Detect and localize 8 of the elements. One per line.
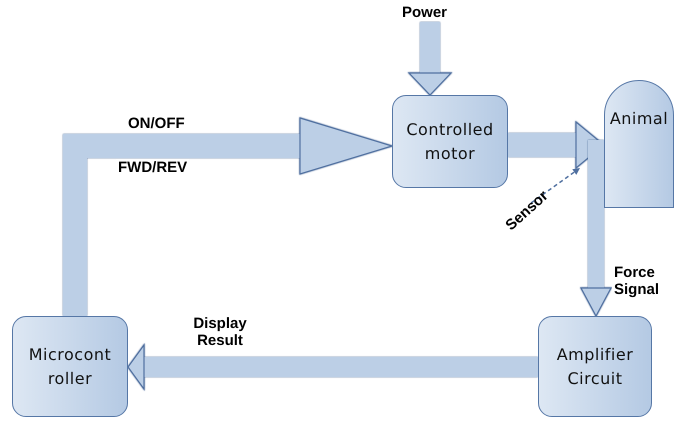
animal-block: Animal: [604, 80, 674, 208]
block-arrow: [127, 344, 538, 390]
process-box: Microcont roller: [12, 316, 128, 417]
block-arrow: [63, 117, 393, 316]
process-box: Controlled motor: [392, 95, 508, 188]
process-box: Amplifier Circuit: [538, 316, 652, 417]
leader-line: [530, 168, 580, 204]
block-arrow: [408, 22, 452, 96]
